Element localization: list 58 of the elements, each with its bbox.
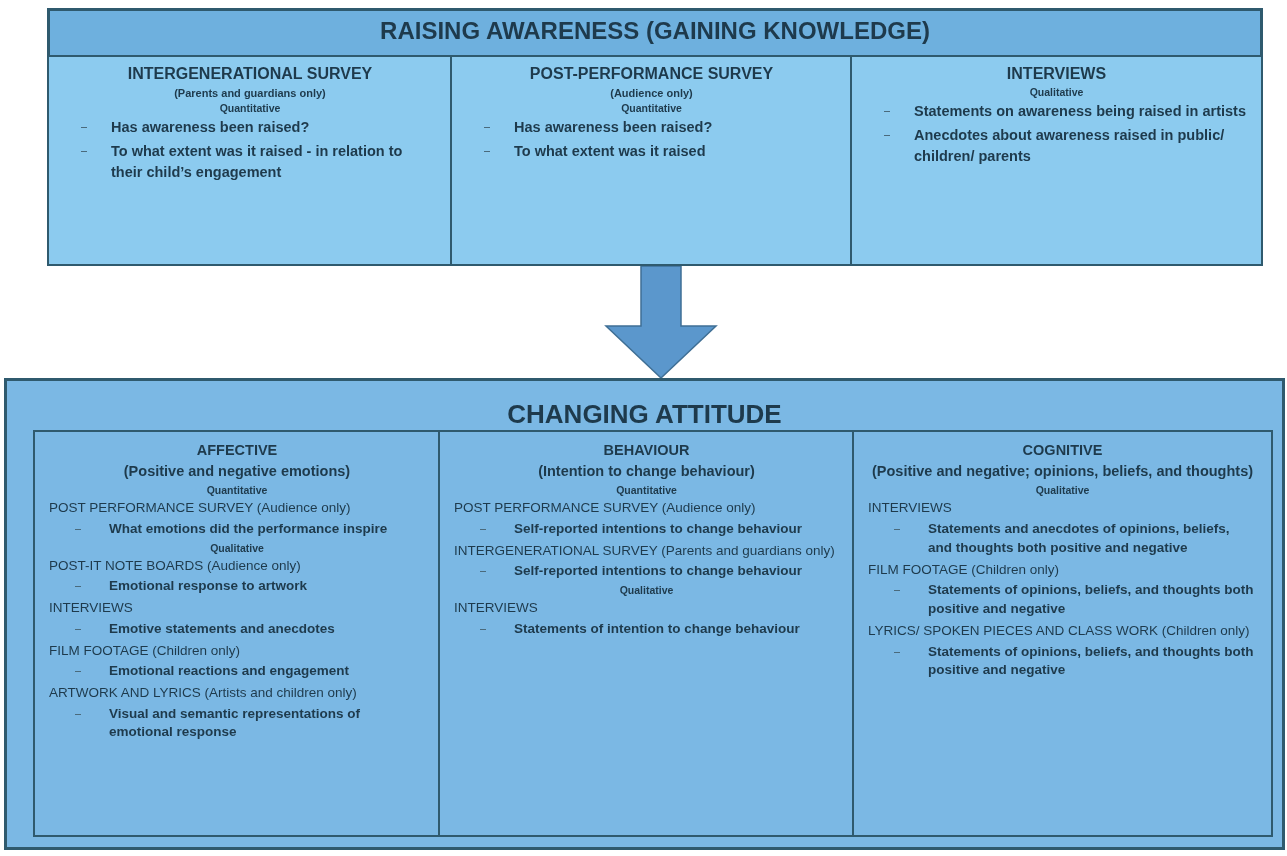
- column-box: [852, 430, 1273, 837]
- method-type-label: Quantitative: [620, 102, 683, 114]
- method-label: INTERVIEWS: [868, 499, 953, 517]
- bullet-text: Statements of opinions, beliefs, and thoughts both positive and negative: [928, 642, 1255, 680]
- bullet-text: Has awareness been raised?: [514, 118, 714, 137]
- method-type-label: Quantitative: [615, 484, 678, 497]
- column-subheading: (Positive and negative; opinions, beliefs, and thoughts): [870, 462, 1255, 481]
- method-label: POST PERFORMANCE SURVEY (Audience only): [49, 499, 352, 517]
- column-heading: AFFECTIVE: [195, 442, 279, 458]
- bullet-text: Has awareness been raised?: [111, 118, 311, 137]
- column-box: [47, 55, 453, 266]
- column-heading: COGNITIVE: [1021, 442, 1104, 458]
- method-label: POST-IT NOTE BOARDS (Audience only): [49, 556, 302, 575]
- method-label: INTERVIEWS: [49, 599, 134, 617]
- method-type-label: Qualitative: [618, 584, 675, 597]
- bullet-text: Emotional response to artwork: [109, 577, 309, 596]
- method-label: ARTWORK AND LYRICS (Artists and children only): [49, 684, 358, 702]
- bullet-text: Self-reported intentions to change behaviour: [514, 562, 804, 581]
- bullet-text: Statements of intention to change behaviour: [514, 619, 801, 638]
- column-box: [438, 430, 855, 837]
- method-label: FILM FOOTAGE (Children only): [868, 560, 1061, 579]
- bullet-text: Emotive statements and anecdotes: [109, 619, 336, 638]
- section-heading: CHANGING ATTITUDE: [506, 399, 783, 430]
- column-subheading: (Audience only): [609, 87, 694, 99]
- column-box: [450, 55, 853, 266]
- bullet-text: To what extent was it raised: [514, 142, 707, 161]
- section-heading: RAISING AWARENESS (GAINING KNOWLEDGE): [379, 17, 931, 45]
- method-label: INTERGENERATIONAL SURVEY (Parents and guardians only): [454, 541, 836, 560]
- bullet-text: Statements and anecdotes of opinions, beliefs, and thoughts both positive and negative: [928, 519, 1231, 557]
- column-heading: POST-PERFORMANCE SURVEY: [528, 65, 775, 83]
- column-heading: INTERGENERATIONAL SURVEY: [126, 65, 374, 83]
- bullet-text: Visual and semantic representations of emotional response: [109, 704, 362, 742]
- section-panel: [47, 8, 1263, 266]
- method-type-label: Qualitative: [209, 541, 265, 554]
- method-label: FILM FOOTAGE (Children only): [49, 641, 242, 660]
- method-label: POST PERFORMANCE SURVEY (Audience only): [454, 499, 757, 517]
- block-arrow: [604, 265, 718, 380]
- column-box: [33, 430, 441, 837]
- method-label: INTERVIEWS: [454, 599, 539, 617]
- column-subheading: (Parents and guardians only): [173, 87, 327, 99]
- bullet-text: Anecdotes about awareness raised in public/ children/ parents: [914, 126, 1226, 167]
- column-heading: BEHAVIOUR: [602, 442, 691, 458]
- bullet-text: To what extent was it raised - in relation to their child’s engagement: [111, 142, 404, 183]
- bullet-text: Emotional reactions and engagement: [109, 662, 351, 681]
- column-box: [850, 55, 1263, 266]
- column-subheading: (Positive and negative emotions): [122, 462, 352, 481]
- method-type-label: Qualitative: [1034, 484, 1091, 497]
- method-label: LYRICS/ SPOKEN PIECES AND CLASS WORK (Children only): [868, 621, 1251, 640]
- bullet-text: Self-reported intentions to change behaviour: [514, 519, 804, 538]
- column-subheading: (Intention to change behaviour): [537, 462, 756, 481]
- bullet-text: Statements of opinions, beliefs, and thoughts both positive and negative: [928, 581, 1255, 619]
- bullet-text: What emotions did the performance inspire: [109, 519, 389, 538]
- method-type-label: Quantitative: [218, 102, 282, 114]
- bullet-text: Statements on awareness being raised in artists: [914, 102, 1247, 121]
- column-heading: INTERVIEWS: [1005, 65, 1108, 83]
- method-type-label: Qualitative: [1028, 86, 1085, 98]
- section-panel: [4, 378, 1285, 850]
- method-type-label: Quantitative: [205, 484, 269, 497]
